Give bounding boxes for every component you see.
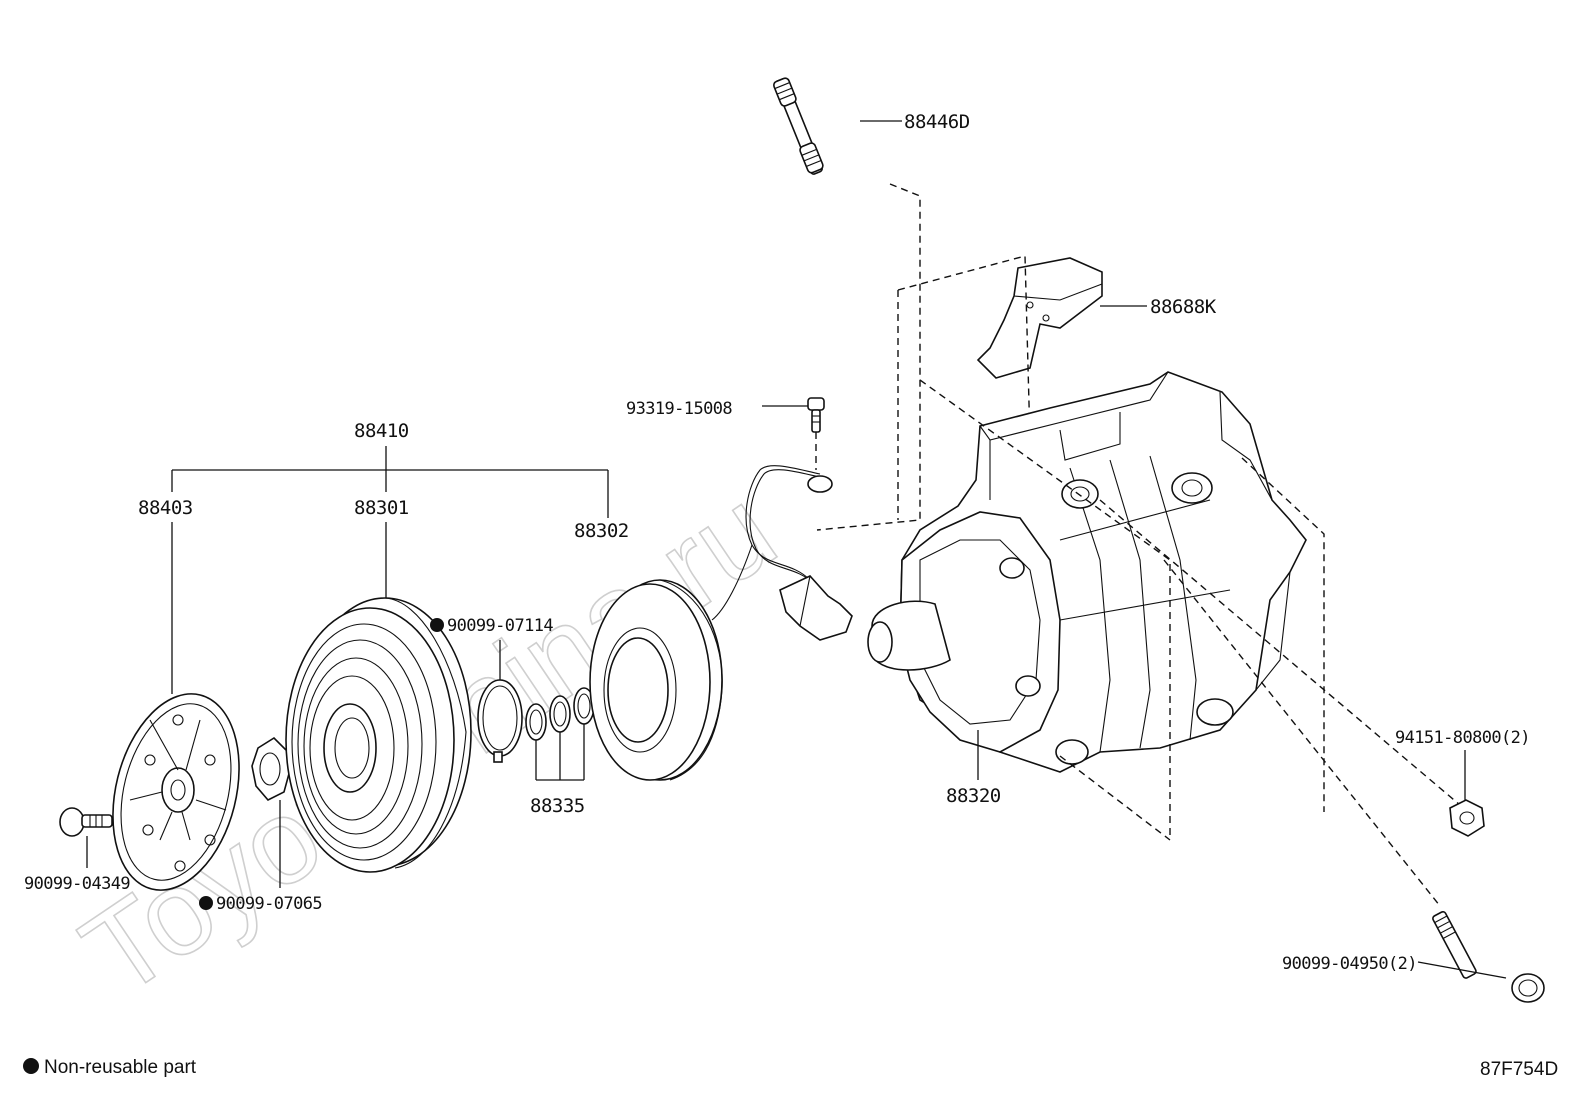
dash-bolt — [1163, 559, 1441, 907]
plate-88403[interactable] — [94, 680, 259, 903]
label-88688k: 88688K — [1150, 296, 1217, 318]
bracket-88688k[interactable] — [976, 257, 1103, 379]
bolt-90099-04950[interactable] — [1432, 910, 1545, 1003]
bolt-90099-04349[interactable] — [59, 807, 113, 837]
pulley-88301[interactable] — [285, 597, 472, 873]
dash-comp-b — [1241, 457, 1325, 812]
non-reusable-marker-07065 — [199, 896, 213, 910]
label-90099-04349: 90099-04349 — [24, 874, 130, 894]
legend-non-reusable: Non-reusable part — [44, 1057, 197, 1078]
label-88403: 88403 — [138, 497, 193, 519]
leader-90099-04950 — [1417, 961, 1507, 979]
bracket-88410 — [171, 446, 609, 518]
diagram-code: 87F754D — [1480, 1059, 1558, 1080]
dash-stud-path — [816, 183, 921, 531]
label-90099-07114: 90099-07114 — [447, 616, 553, 636]
snap-ring-90099-07114[interactable] — [477, 679, 523, 763]
coil-88302[interactable] — [589, 579, 723, 781]
label-88446d: 88446D — [904, 111, 970, 133]
wire-harness[interactable] — [711, 465, 853, 641]
label-94151: 94151-80800(2) — [1395, 728, 1530, 748]
dash-bracket-a — [897, 255, 1031, 441]
washer-90099-07065[interactable] — [251, 736, 291, 801]
stud-88446d[interactable] — [772, 77, 825, 176]
label-90099-07065: 90099-07065 — [216, 894, 322, 914]
label-88410: 88410 — [354, 420, 409, 442]
label-88335: 88335 — [530, 795, 585, 817]
nut-94151[interactable] — [1449, 799, 1485, 837]
non-reusable-marker-07114 — [430, 618, 444, 632]
screw-93319[interactable] — [807, 397, 825, 433]
label-90099-04950: 90099-04950(2) — [1282, 954, 1417, 974]
compressor-88320[interactable] — [867, 371, 1307, 773]
label-88301: 88301 — [354, 497, 409, 519]
bracket-88335 — [535, 724, 585, 781]
label-93319: 93319-15008 — [626, 399, 732, 419]
label-88302: 88302 — [574, 520, 629, 542]
label-88320: 88320 — [946, 785, 1001, 807]
non-reusable-legend-icon — [23, 1058, 39, 1074]
dash-comp-c — [1059, 755, 1171, 841]
dash-nut — [1099, 499, 1461, 806]
dash-comp-a — [919, 379, 1171, 840]
